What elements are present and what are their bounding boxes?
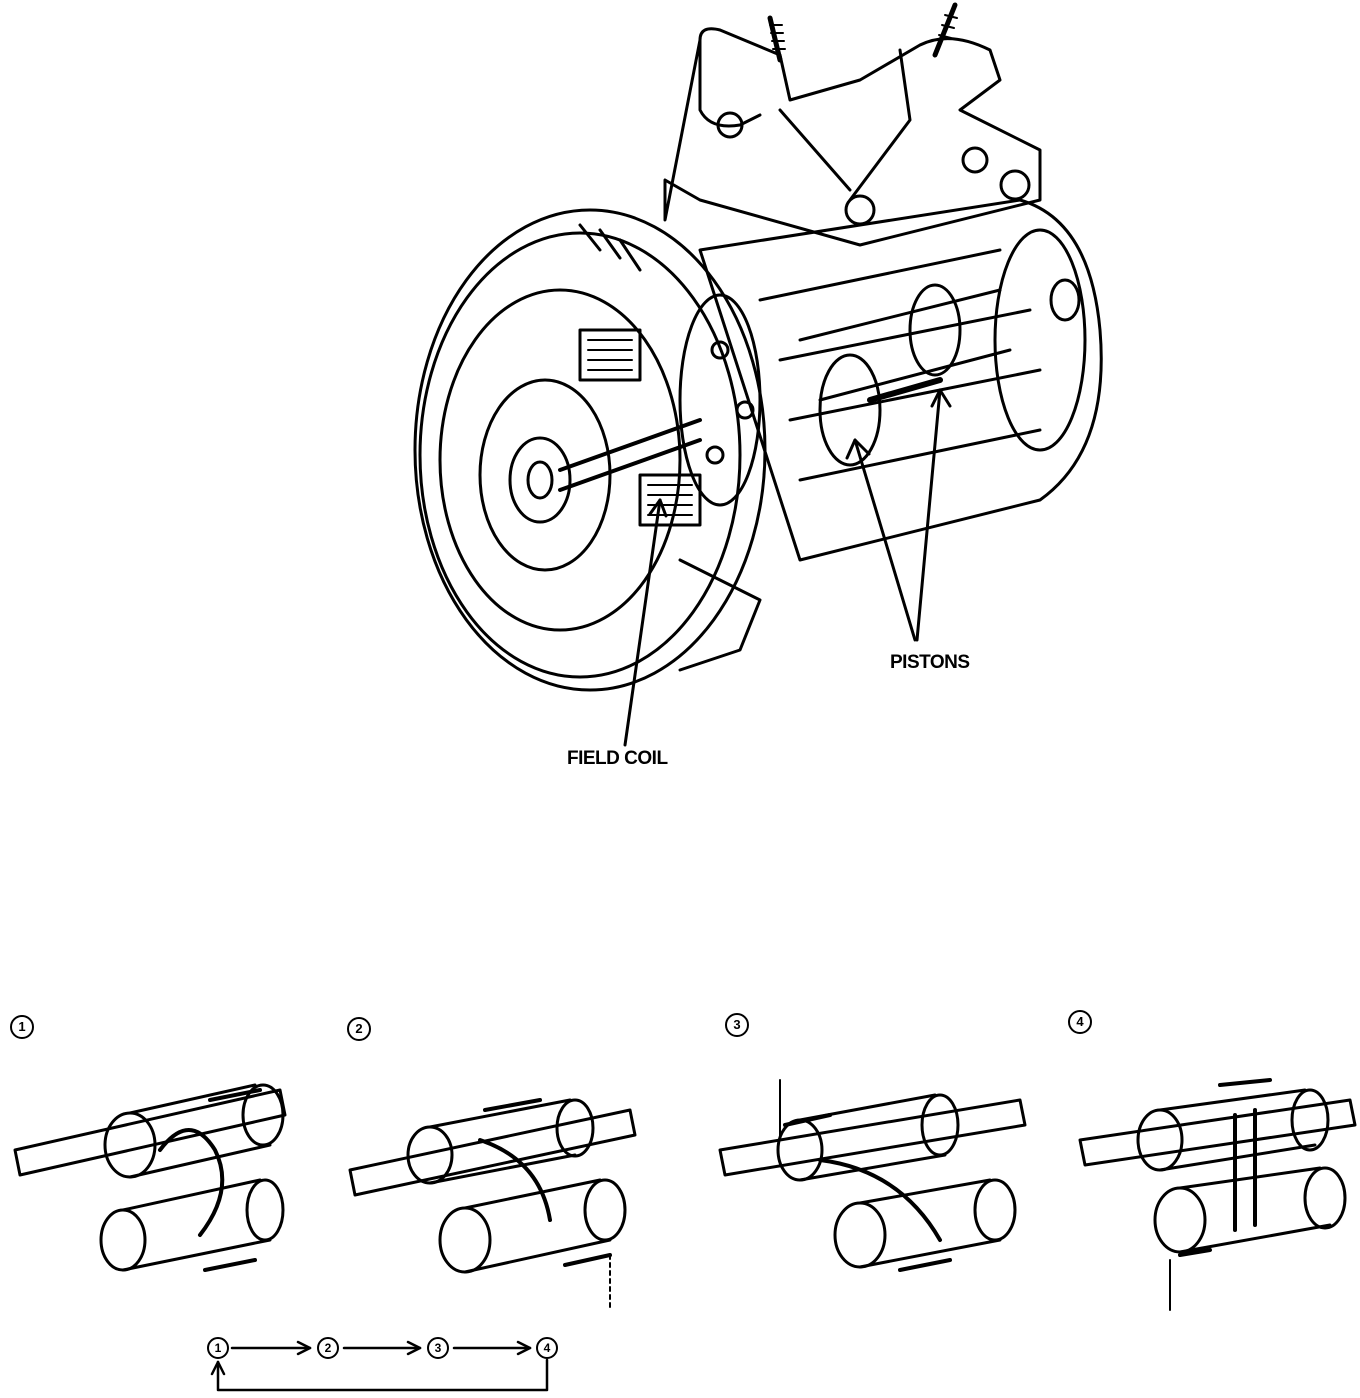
cycle-node-4: 4 <box>536 1337 558 1359</box>
step-2-illustration <box>348 1098 637 1311</box>
pistons-leader-2 <box>915 388 942 642</box>
field-coil-arrowhead <box>648 498 668 518</box>
cycle-node-3: 3 <box>427 1337 449 1359</box>
compressor-illustration <box>413 2 1103 747</box>
pulley-clutch <box>413 208 767 692</box>
step-1-marker: 1 <box>10 1015 34 1039</box>
field-coil-label: FIELD COIL <box>567 748 668 769</box>
callout-leaders <box>623 388 952 747</box>
cycle-node-1: 1 <box>207 1337 229 1359</box>
cycle-flow <box>210 1340 549 1392</box>
pistons-arrowhead-1 <box>845 438 871 460</box>
pistons-label: PISTONS <box>890 652 970 673</box>
step-1-illustration <box>13 1083 287 1272</box>
step-3-marker: 3 <box>725 1013 749 1037</box>
manifold <box>663 2 1042 247</box>
cycle-node-2: 2 <box>317 1337 339 1359</box>
step-2-marker: 2 <box>347 1017 371 1041</box>
field-coil-leader <box>623 498 662 747</box>
internal-pistons <box>798 283 1012 467</box>
step-4-illustration <box>1078 1078 1357 1311</box>
step-3-illustration <box>718 1079 1027 1272</box>
pistons-leader-1 <box>853 438 917 642</box>
cycle-return-line <box>216 1358 549 1392</box>
step-4-marker: 4 <box>1068 1010 1092 1034</box>
pistons-arrowhead-2 <box>930 388 952 408</box>
compressor-body <box>698 198 1103 562</box>
